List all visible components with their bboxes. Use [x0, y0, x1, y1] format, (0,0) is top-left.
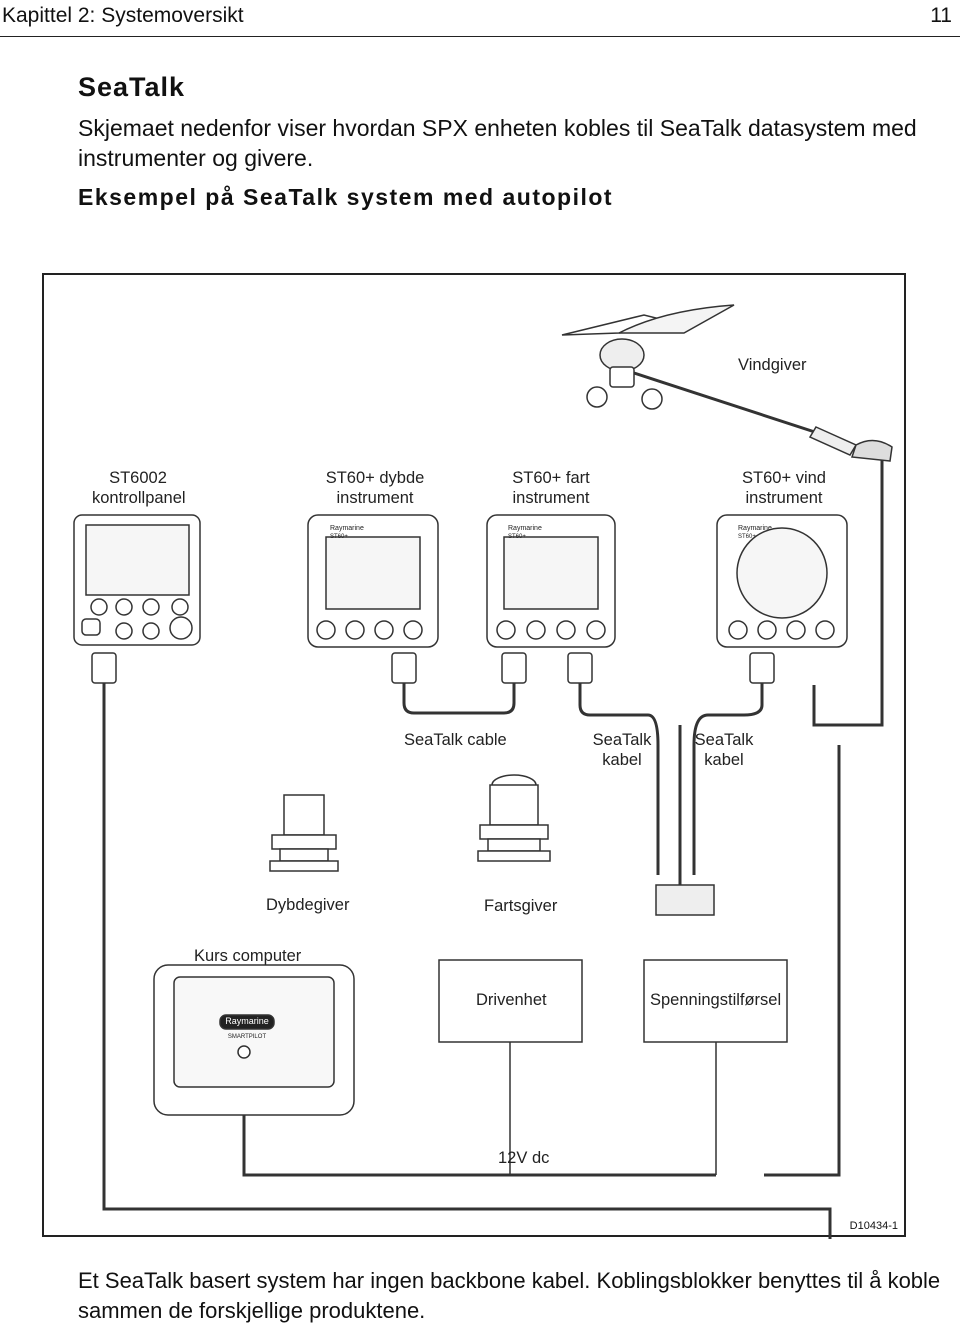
speed-instrument-graphic [486, 514, 616, 648]
speed-transducer-graphic [477, 774, 551, 862]
label-depth-instrument-line2: instrument [336, 489, 414, 507]
page-number: 11 [930, 4, 952, 27]
depth-instrument-brand: Raymarine [330, 525, 364, 532]
wind-instrument-graphic [716, 514, 848, 648]
label-wind-instrument-line2: instrument [745, 489, 823, 507]
drive-unit-box [438, 959, 583, 1043]
course-computer-graphic [153, 964, 355, 1116]
label-speed-instrument-line1: ST60+ fart [512, 469, 590, 487]
label-depth-transducer: Dybdegiver [266, 896, 350, 914]
label-seatalk-cable-3-line1: SeaTalk [694, 731, 754, 749]
course-computer-sub: SMARTPILOT [227, 1034, 267, 1040]
wind-instrument-brand: Raymarine [738, 525, 772, 532]
power-supply-box [643, 959, 788, 1043]
label-seatalk-cable-2-line2: kabel [602, 751, 642, 769]
label-seatalk-cable-3-line2: kabel [704, 751, 744, 769]
label-drive-unit: Drivenhet [476, 991, 547, 1009]
example-title: Eksempel på SeaTalk system med autopilot [78, 184, 614, 210]
chapter-title: Kapittel 2: Systemoversikt [2, 4, 244, 27]
control-panel-graphic [73, 514, 201, 646]
wind-transducer-graphic [561, 304, 893, 462]
figure-code: D10434-1 [849, 1220, 898, 1232]
label-depth-instrument-line1: ST60+ dybde [325, 469, 425, 487]
speed-instrument-model: ST60+ [508, 534, 526, 540]
label-wind-instrument-line1: ST60+ vind [742, 469, 826, 487]
depth-transducer-graphic [269, 794, 339, 872]
course-computer-brand: Raymarine [225, 1016, 269, 1026]
label-speed-instrument-line2: instrument [512, 489, 590, 507]
system-diagram: Vindgiver ST6002 kontrollpanel ST60+ dyb… [42, 273, 906, 1239]
label-speed-transducer: Fartsgiver [484, 897, 558, 915]
label-wind-transducer: Vindgiver [738, 356, 807, 374]
label-course-computer: Kurs computer [194, 947, 302, 965]
diagram-drawing [73, 304, 893, 1239]
intro-text: Skjemaet nedenfor viser hvordan SPX enhe… [78, 115, 917, 171]
depth-instrument-model: ST60+ [330, 534, 348, 540]
label-12v-dc: 12V dc [498, 1149, 550, 1167]
label-power-supply: Spenningstilførsel [650, 991, 782, 1009]
depth-instrument-graphic [307, 514, 439, 648]
label-control-panel-line1: ST6002 [109, 469, 167, 487]
speed-instrument-brand: Raymarine [508, 525, 542, 532]
section-title: SeaTalk [78, 72, 186, 102]
label-control-panel-line2: kontrollpanel [92, 489, 186, 507]
figure-caption: Et SeaTalk basert system har ingen backb… [78, 1268, 941, 1323]
label-seatalk-cable-1: SeaTalk cable [404, 731, 507, 749]
label-seatalk-cable-2-line1: SeaTalk [592, 731, 652, 749]
page-header: Kapittel 2: Systemoversikt 11 [0, 0, 960, 37]
wind-instrument-model: ST60+ [738, 534, 756, 540]
